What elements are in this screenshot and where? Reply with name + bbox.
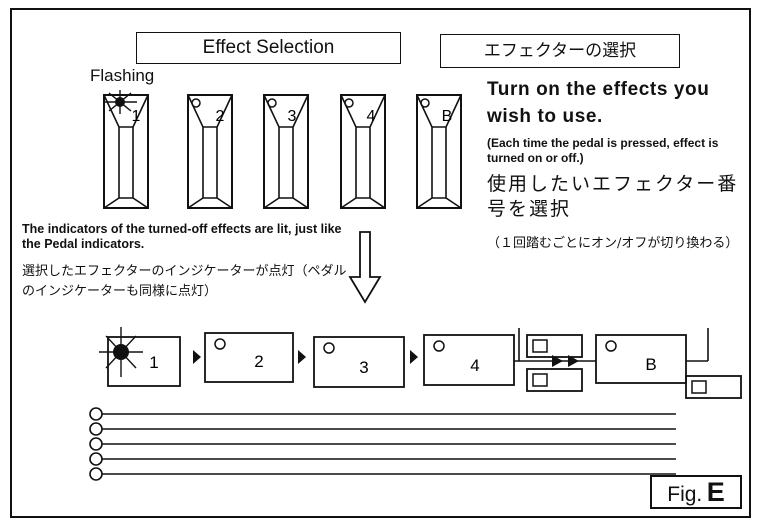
chain-label: 1 <box>149 353 158 372</box>
pedal-3: 3 <box>263 94 309 209</box>
pedal-label: 2 <box>216 108 225 125</box>
pedal-4: 4 <box>340 94 386 209</box>
staff-circle-icon <box>89 437 103 451</box>
indicator-lamp-icon <box>214 338 226 350</box>
instruction-note-jp: （１回踏むごとにオン/オフが切り換わる） <box>487 236 739 251</box>
effect-selection-title-jp: エフェクターの選択 <box>440 34 680 68</box>
instruction-note: (Each time the pedal is pressed, effect … <box>487 136 719 165</box>
output-connector <box>685 328 742 399</box>
chain-label: 3 <box>359 358 368 377</box>
pedal-label: 4 <box>367 108 376 125</box>
pedal-b: B <box>416 94 462 209</box>
chain-arrow-icon <box>193 350 201 364</box>
chain-unit-4: 4 <box>423 334 515 386</box>
chain-label: 2 <box>254 352 263 371</box>
chain-arrow-icon <box>568 355 579 367</box>
chain-arrow-icon <box>298 350 306 364</box>
staff-circle-icon <box>89 422 103 436</box>
figure-frame <box>10 8 751 518</box>
pedal-label: 1 <box>132 108 141 125</box>
indicator-note: The indicators of the turned-off effects… <box>22 222 342 251</box>
pedal-label: 3 <box>288 108 297 125</box>
indicator-lamp-icon <box>433 340 445 352</box>
down-arrow-icon <box>348 231 382 304</box>
chain-label: 4 <box>470 356 479 375</box>
pedal-2: 2 <box>187 94 233 209</box>
chain-arrow-icon <box>410 350 418 364</box>
staff-circle-icon <box>89 407 103 421</box>
chain-flashing-burst-icon <box>99 327 143 377</box>
indicator-lamp-icon <box>420 98 430 108</box>
bypass-switch <box>514 328 596 392</box>
chain-unit-3: 3 <box>313 336 405 388</box>
flashing-label: Flashing <box>90 66 155 85</box>
chain-unit-b: B <box>595 334 687 384</box>
effect-selection-title: Effect Selection <box>136 32 401 64</box>
indicator-lamp-icon <box>605 340 617 352</box>
staff-circle-icon <box>89 452 103 466</box>
chain-unit-2: 2 <box>204 332 294 383</box>
instruction-main: Turn on the effects you wish to use. <box>487 79 710 127</box>
figure-label-prefix: Fig. <box>667 483 703 506</box>
indicator-staff <box>89 407 676 481</box>
figure-label: Fig. E <box>650 475 742 509</box>
indicator-lamp-icon <box>191 98 201 108</box>
chain-label: B <box>645 355 656 374</box>
pedal-1: 1 <box>103 94 149 209</box>
staff-circle-icon <box>89 467 103 481</box>
instruction-main-jp: 使用したいエフェクター番号を選択 <box>487 173 739 220</box>
indicator-lamp-icon <box>323 342 335 354</box>
indicator-note-jp: 選択したエフェクターのインジケーターが点灯（ペダルのインジケーターも同様に点灯） <box>22 264 347 299</box>
indicator-lamp-icon <box>267 98 277 108</box>
indicator-lamp-icon <box>344 98 354 108</box>
flashing-burst-icon <box>103 90 137 114</box>
chain-unit-1: 1 <box>107 336 181 387</box>
figure-label-letter: E <box>706 477 725 507</box>
chain-arrow-icon <box>552 355 563 367</box>
pedal-label: B <box>442 108 453 125</box>
